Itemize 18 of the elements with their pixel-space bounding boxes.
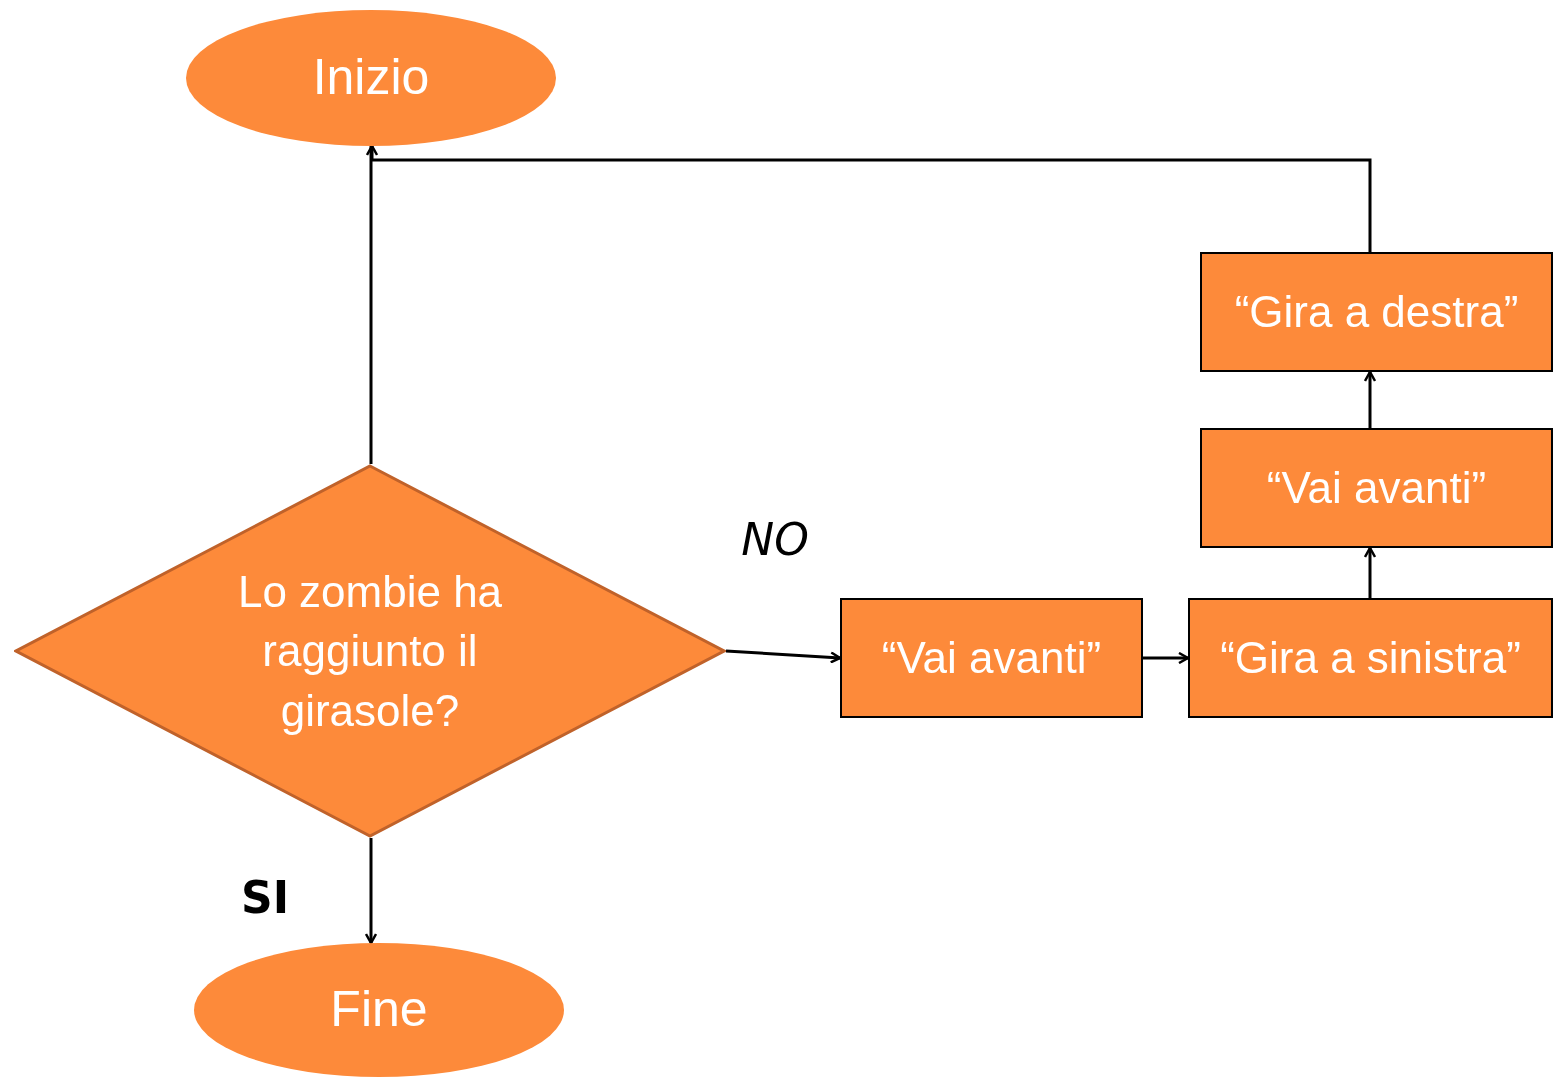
node-text: Lo zombie ha raggiunto il girasole?: [236, 565, 504, 737]
node-text: “Gira a destra”: [1234, 286, 1519, 339]
process-box: [1200, 252, 1553, 372]
arrow: [1143, 651, 1190, 665]
arrow: [1363, 546, 1377, 598]
node-text: “Gira a sinistra”: [1220, 632, 1521, 685]
arrow: [365, 144, 1372, 252]
arrow: [364, 838, 378, 945]
process-box: [1200, 428, 1553, 548]
node-text: “Vai avanti”: [1266, 462, 1487, 515]
decision-diamond: [14, 464, 726, 838]
process-box: [840, 598, 1143, 718]
node-text: Fine: [330, 980, 428, 1040]
node-text: Inizio: [312, 48, 430, 108]
arrow: [725, 649, 842, 664]
node-text: “Vai avanti”: [881, 632, 1102, 685]
process-box: [1188, 598, 1553, 718]
arrow: [1363, 370, 1377, 428]
